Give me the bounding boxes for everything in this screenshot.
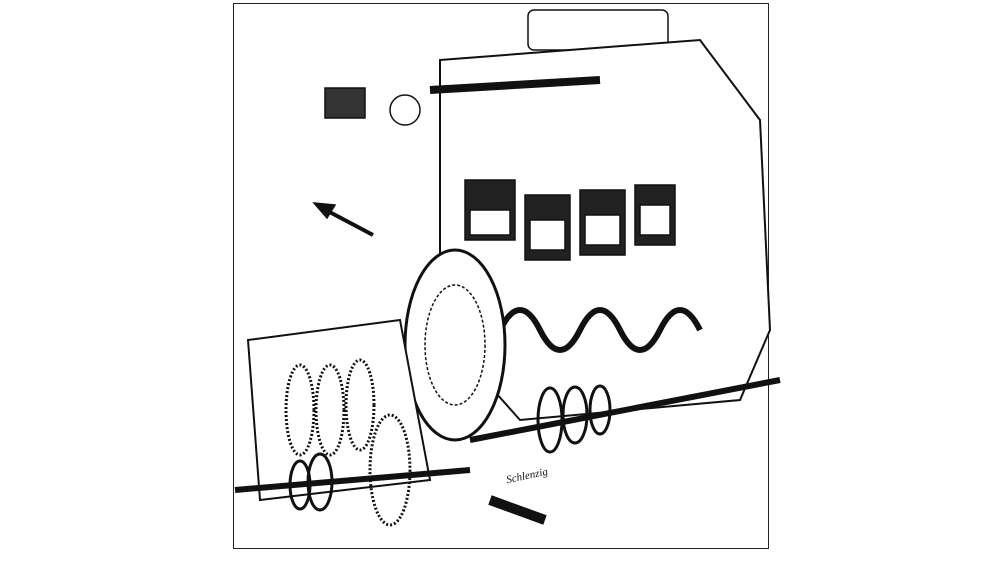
pistons bbox=[469, 204, 671, 251]
distributor bbox=[324, 87, 421, 126]
right-driveshaft bbox=[469, 377, 781, 443]
flywheel bbox=[403, 248, 507, 442]
gearbox bbox=[246, 318, 432, 502]
camshaft bbox=[429, 76, 601, 94]
shift-rod bbox=[488, 495, 547, 525]
clutch bbox=[424, 284, 486, 406]
left-driveshaft bbox=[234, 467, 471, 493]
direction-arrow-icon bbox=[312, 202, 374, 237]
gears bbox=[284, 358, 412, 527]
cv-boot bbox=[288, 384, 612, 512]
crankshaft bbox=[497, 307, 703, 353]
